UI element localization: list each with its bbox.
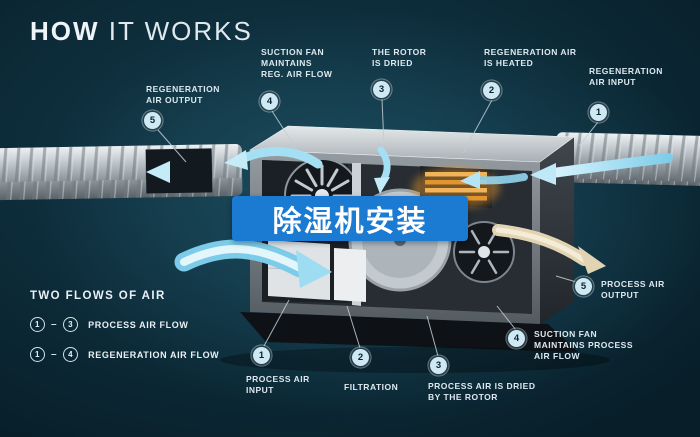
callout-badge-process-air-output: 5	[575, 278, 592, 295]
callout-label-reg-air-input: REGENERATION AIR INPUT	[589, 66, 663, 88]
callout-badge-suction-fan-process: 4	[508, 330, 525, 347]
callout-label-reg-air-output: REGENERATION AIR OUTPUT	[146, 84, 220, 106]
legend-badge-4: 4	[63, 347, 79, 362]
callout-badge-suction-fan-reg: 4	[261, 93, 278, 110]
legend-row-process: 1 – 3 PROCESS AIR FLOW	[30, 317, 219, 332]
title-word-how: HOW	[30, 16, 100, 46]
filter-panel-2	[334, 248, 366, 302]
callout-label-process-air-input: PROCESS AIR INPUT	[246, 374, 310, 396]
callout-badge-reg-air-input: 1	[590, 104, 607, 121]
callout-badge-process-air-input: 1	[253, 347, 270, 364]
callout-label-process-air-output: PROCESS AIR OUTPUT	[601, 279, 665, 301]
duct-left	[0, 143, 243, 201]
overlay-banner[interactable]: 除湿机安装	[232, 196, 468, 241]
legend-row-regeneration: 1 – 4 REGENERATION AIR FLOW	[30, 347, 219, 362]
leader-lines	[157, 98, 599, 357]
airflow-arrow-process-output	[492, 224, 606, 274]
legend-badge-3: 3	[63, 317, 79, 332]
callout-badge-reg-air-output: 5	[144, 112, 161, 129]
airflow-arrow-reg-fan	[224, 147, 323, 170]
legend-badge-1: 1	[30, 317, 45, 332]
legend-label-regeneration: REGENERATION AIR FLOW	[88, 349, 220, 360]
legend-badge-1b: 1	[30, 347, 45, 362]
callout-label-process-air-dried: PROCESS AIR IS DRIED BY THE ROTOR	[428, 381, 536, 403]
legend: TWO FLOWS OF AIR 1 – 3 PROCESS AIR FLOW …	[30, 290, 219, 377]
title-word-it-works: IT WORKS	[108, 16, 253, 46]
page-title: HOW IT WORKS	[30, 16, 253, 47]
legend-label-process: PROCESS AIR FLOW	[88, 319, 189, 330]
callout-label-suction-fan-reg: SUCTION FAN MAINTAINS REG. AIR FLOW	[261, 47, 333, 80]
callout-badge-reg-air-heated: 2	[483, 82, 500, 99]
airflow-arrow-process-input	[174, 239, 332, 288]
process-fan-icon	[453, 221, 515, 283]
airflow-arrow-rotor	[374, 146, 391, 194]
airflow-arrow-reg-input	[460, 153, 673, 189]
legend-heading: TWO FLOWS OF AIR	[30, 290, 166, 302]
callout-badge-process-air-dried: 3	[430, 357, 447, 374]
callout-label-suction-fan-process: SUCTION FAN MAINTAINS PROCESS AIR FLOW	[534, 329, 634, 362]
callout-label-rotor-dried: THE ROTOR IS DRIED	[372, 47, 427, 69]
airflow-arrow-reg-output	[146, 161, 206, 183]
callout-label-reg-air-heated: REGENERATION AIR IS HEATED	[484, 47, 577, 69]
legend-dash-icon-2: –	[51, 349, 58, 360]
callout-badge-rotor-dried: 3	[373, 81, 390, 98]
callout-badge-filtration: 2	[352, 349, 369, 366]
overlay-banner-text: 除湿机安装	[272, 205, 428, 238]
legend-dash-icon: –	[51, 319, 58, 330]
callout-label-filtration: FILTRATION	[344, 382, 399, 392]
